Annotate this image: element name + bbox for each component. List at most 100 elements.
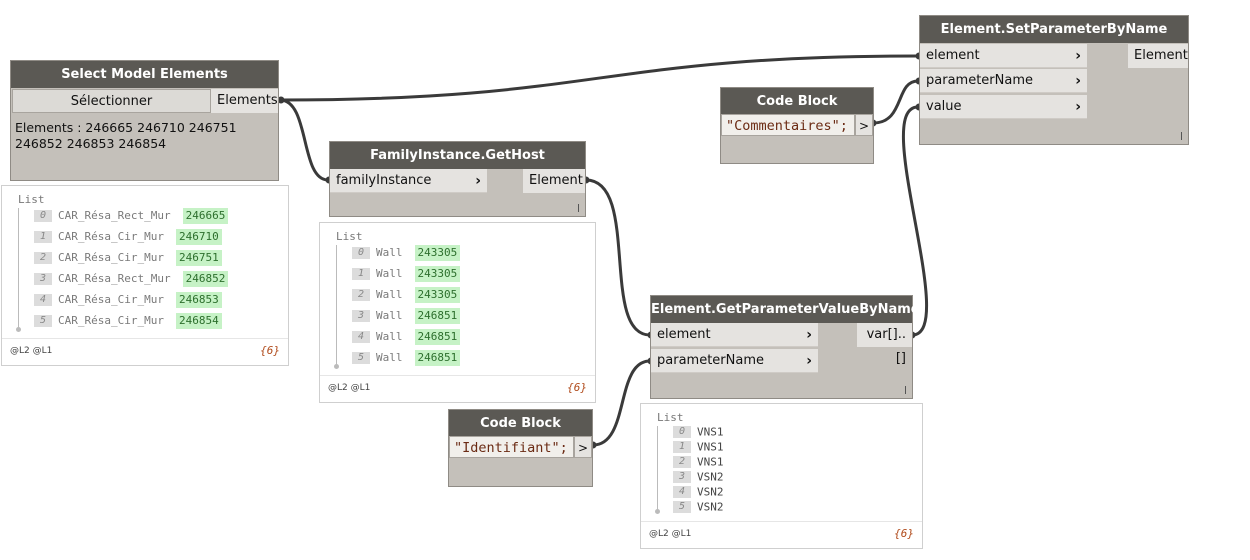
code-block-node-identifiant[interactable]: Code Block "Identifiant"; > bbox=[448, 409, 593, 487]
output-port[interactable]: > bbox=[574, 436, 592, 458]
code-editor[interactable]: "Identifiant"; bbox=[449, 436, 574, 458]
element-getparametervaluebyname-node[interactable]: Element.GetParameterValueByName element … bbox=[650, 295, 920, 399]
item-index: 0 bbox=[673, 426, 691, 438]
input-port-parametername[interactable]: parameterName › bbox=[651, 349, 818, 373]
item-element-id[interactable]: 243305 bbox=[414, 287, 461, 303]
chevron-right-icon: › bbox=[806, 327, 812, 343]
item-index: 3 bbox=[673, 471, 691, 483]
item-index: 1 bbox=[34, 231, 52, 243]
item-index: 0 bbox=[34, 210, 52, 222]
node-title: Select Model Elements bbox=[11, 61, 278, 88]
item-name: Wall bbox=[376, 288, 403, 301]
item-element-id[interactable]: 246853 bbox=[175, 292, 222, 308]
item-value: VNS1 bbox=[697, 425, 724, 439]
preview-rail bbox=[16, 208, 21, 332]
item-element-id[interactable]: 246854 bbox=[175, 313, 222, 329]
preview-count: {6} bbox=[894, 527, 914, 540]
item-index: 5 bbox=[673, 501, 691, 513]
preview-levels: @L2 @L1 bbox=[328, 383, 371, 393]
item-name: CAR_Résa_Rect_Mur bbox=[58, 272, 171, 285]
item-element-id[interactable]: 246851 bbox=[414, 308, 461, 324]
preview-rail bbox=[655, 426, 660, 514]
select-button[interactable]: Sélectionner bbox=[12, 89, 211, 113]
item-index: 4 bbox=[673, 486, 691, 498]
preview-list-item: 4 CAR_Résa_Cir_Mur 246853 bbox=[34, 292, 222, 308]
item-element-id[interactable]: 246851 bbox=[414, 350, 461, 366]
item-index: 4 bbox=[34, 294, 52, 306]
input-port-familyinstance[interactable]: familyInstance › bbox=[330, 169, 487, 193]
item-name: CAR_Résa_Cir_Mur bbox=[58, 293, 164, 306]
element-setparameterbyname-node[interactable]: Element.SetParameterByName element › par… bbox=[919, 15, 1189, 145]
preview-list-item: 2 CAR_Résa_Cir_Mur 246751 bbox=[34, 250, 222, 266]
item-element-id[interactable]: 243305 bbox=[414, 266, 461, 282]
wire-code1-to-setparam-param bbox=[872, 79, 919, 125]
item-index: 2 bbox=[352, 289, 370, 301]
preview-levels: @L2 @L1 bbox=[10, 346, 53, 356]
preview-list-header: List bbox=[657, 411, 684, 424]
preview-rail bbox=[334, 245, 339, 369]
item-name: CAR_Résa_Cir_Mur bbox=[58, 314, 164, 327]
item-element-id[interactable]: 246851 bbox=[414, 329, 461, 345]
item-element-id[interactable]: 246665 bbox=[182, 208, 229, 224]
item-value: VSN2 bbox=[697, 500, 724, 514]
item-value: VNS1 bbox=[697, 440, 724, 454]
selection-info-line1: Elements : 246665 246710 246751 bbox=[15, 120, 237, 135]
chevron-right-icon: › bbox=[1075, 48, 1081, 64]
output-port[interactable]: > bbox=[855, 114, 873, 136]
chevron-right-icon: › bbox=[475, 173, 481, 189]
code-editor[interactable]: "Commentaires"; bbox=[721, 114, 855, 136]
code-block-node-commentaires[interactable]: Code Block "Commentaires"; > bbox=[720, 87, 874, 164]
node-title: Element.GetParameterValueByName bbox=[651, 296, 920, 323]
item-index: 5 bbox=[34, 315, 52, 327]
input-port-element[interactable]: element › bbox=[920, 44, 1087, 68]
input-port-value[interactable]: value › bbox=[920, 95, 1087, 119]
preview-list-item: 2 Wall 243305 bbox=[352, 287, 461, 303]
wire-getparam-to-setparam-value bbox=[901, 105, 929, 337]
input-port-parametername[interactable]: parameterName › bbox=[920, 69, 1087, 93]
output-port-element[interactable]: Element bbox=[523, 169, 585, 193]
preview-list-item: 4 VSN2 bbox=[673, 484, 724, 499]
output-port-element[interactable]: Element bbox=[1128, 44, 1188, 68]
preview-count: {6} bbox=[567, 381, 587, 394]
node-title: FamilyInstance.GetHost bbox=[330, 142, 585, 169]
output-port-var[interactable]: var[]..[] bbox=[857, 323, 912, 366]
item-index: 0 bbox=[352, 247, 370, 259]
lacing-indicator bbox=[578, 204, 579, 212]
wire-gethost-to-getparam-element bbox=[585, 178, 651, 337]
chevron-right-icon: › bbox=[1075, 99, 1081, 115]
input-port-element[interactable]: element › bbox=[651, 323, 818, 347]
item-index: 2 bbox=[34, 252, 52, 264]
item-value: VSN2 bbox=[697, 485, 724, 499]
item-element-id[interactable]: 246710 bbox=[175, 229, 222, 245]
select-model-elements-node[interactable]: Select Model Elements Sélectionner Eleme… bbox=[10, 60, 279, 181]
item-name: Wall bbox=[376, 330, 403, 343]
chevron-right-icon: › bbox=[1075, 73, 1081, 89]
preview-list-item: 1 CAR_Résa_Cir_Mur 246710 bbox=[34, 229, 222, 245]
output-port-elements[interactable]: Elements bbox=[211, 89, 278, 113]
wire-select-to-gethost bbox=[279, 98, 329, 182]
item-element-id[interactable]: 246852 bbox=[182, 271, 229, 287]
preview-footer: @L2 @L1 {6} bbox=[641, 521, 922, 548]
item-index: 1 bbox=[352, 268, 370, 280]
item-element-id[interactable]: 246751 bbox=[175, 250, 222, 266]
item-element-id[interactable]: 243305 bbox=[414, 245, 461, 261]
selection-info-line2: 246852 246853 246854 bbox=[15, 136, 167, 151]
preview-footer: @L2 @L1 {6} bbox=[2, 338, 288, 365]
item-name: CAR_Résa_Cir_Mur bbox=[58, 230, 164, 243]
port-label: familyInstance bbox=[336, 173, 432, 188]
item-name: CAR_Résa_Cir_Mur bbox=[58, 251, 164, 264]
lacing-indicator bbox=[1181, 132, 1182, 140]
preview-list-header: List bbox=[336, 230, 363, 243]
wire-select-to-setparam-element bbox=[279, 54, 919, 102]
familyinstance-gethost-node[interactable]: FamilyInstance.GetHost familyInstance › … bbox=[329, 141, 586, 217]
chevron-right-icon: › bbox=[806, 353, 812, 369]
preview-list-item: 0 VNS1 bbox=[673, 424, 724, 439]
